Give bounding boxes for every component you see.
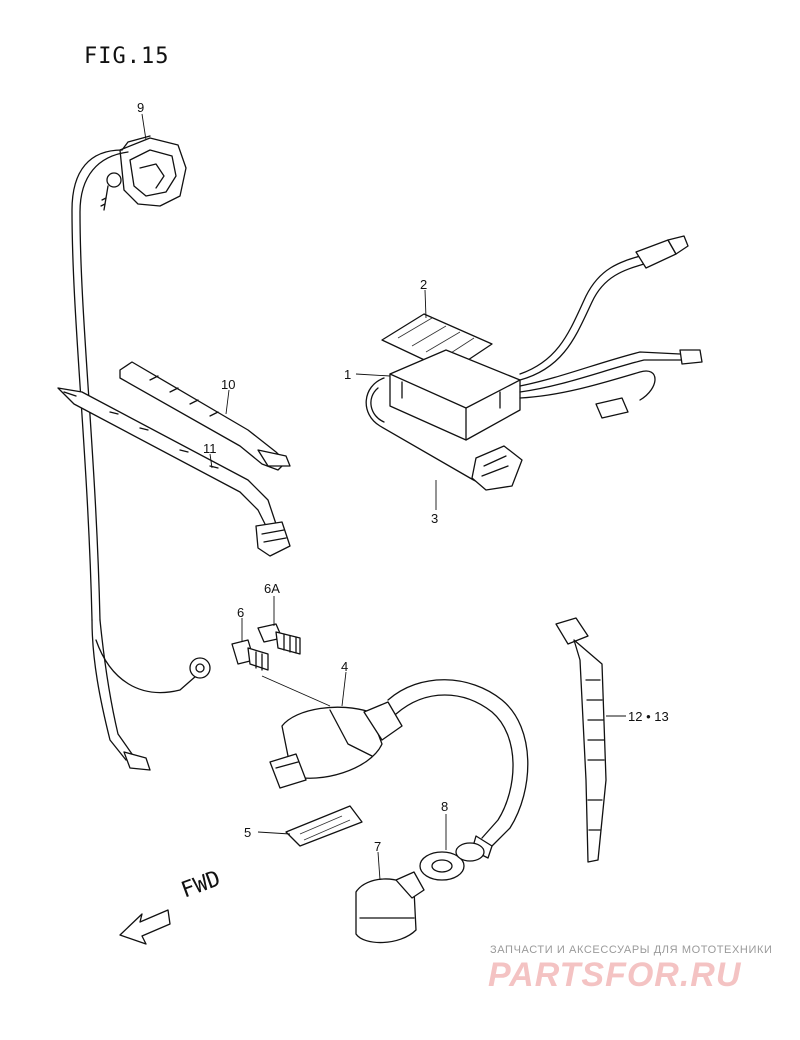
part-12-13-cable-tie — [555, 617, 607, 863]
part-4-ht-lead — [387, 679, 529, 859]
part-7-plug-cap — [355, 871, 425, 944]
callout-10: 10 — [221, 377, 236, 392]
callout-2: 2 — [420, 277, 428, 292]
callout-3: 3 — [431, 511, 439, 526]
callout-11: 11 — [203, 441, 217, 456]
callout-1: 1 — [344, 367, 352, 382]
watermark-logo: PARTSFOR.RU — [488, 956, 742, 994]
callout-9: 9 — [137, 100, 145, 115]
part-1-cdi-unit — [389, 349, 521, 441]
callout-6a: 6A — [264, 581, 280, 596]
callout-6: 6 — [237, 605, 245, 620]
part-10-band — [119, 361, 291, 471]
part-9-harness — [71, 149, 211, 771]
part-8-grommet — [419, 842, 485, 881]
part-9-pickup-coil — [100, 135, 187, 211]
part-11-clamp — [57, 387, 291, 557]
callout-8: 8 — [441, 799, 449, 814]
part-5-pad — [285, 805, 363, 847]
part-4-ignition-coil — [269, 701, 403, 789]
part-6a-bolt — [257, 623, 301, 655]
callout-7: 7 — [374, 839, 382, 854]
watermark-tagline: ЗАПЧАСТИ И АКСЕССУАРЫ ДЛЯ МОТОТЕХНИКИ — [490, 944, 773, 956]
part-6-bolt — [231, 639, 269, 671]
leader-lines — [141, 113, 626, 881]
part-3-band — [365, 377, 523, 491]
callout-4: 4 — [341, 659, 349, 674]
callout-5: 5 — [244, 825, 252, 840]
cdi-wires — [519, 235, 703, 419]
fwd-arrow — [119, 909, 171, 945]
figure-title: FIG.15 — [84, 44, 170, 69]
callout-12-13: 12 • 13 — [628, 709, 669, 724]
